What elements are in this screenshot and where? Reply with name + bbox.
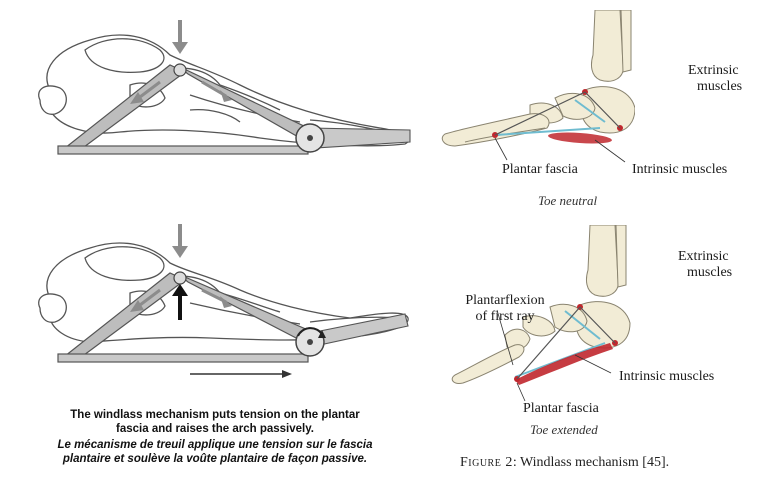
- fascia-pull-arrow: [190, 370, 292, 378]
- figure-caption: Figure 2: Windlass mechanism [45].: [460, 455, 669, 471]
- extrinsic-label-line-1: Extrinsic: [678, 249, 729, 264]
- leader-lines-extended: [496, 309, 612, 402]
- triangle-lines-extended: [516, 306, 616, 380]
- intrinsic-muscles-label-top: Intrinsic muscles: [632, 162, 728, 177]
- french-caption-line-2: plantaire et soulève la voûte plantaire …: [62, 453, 368, 465]
- fascia-neutral: [494, 99, 606, 136]
- french-caption-line-1: Le mécanisme de treuil applique une tens…: [57, 439, 373, 451]
- plantarflexion-label-line-2: of first ray: [475, 309, 535, 324]
- foot-bones-extended-anatomical: [451, 301, 631, 384]
- plantarflexion-label: Plantarflexion of first ray: [455, 293, 555, 325]
- windlass-extended-svg: [38, 224, 409, 378]
- foot-illustration-extended: [435, 225, 635, 405]
- figure-caption-text: : Windlass mechanism [45].: [512, 455, 670, 470]
- foot-extended-svg: [451, 225, 631, 402]
- force-arrows-extended: [130, 224, 232, 312]
- triangle-lines-neutral: [494, 91, 621, 136]
- toe-extended-caption: Toe extended: [530, 422, 598, 437]
- arch-raise-arrow: [172, 284, 188, 320]
- force-arrows-neutral: [130, 20, 232, 104]
- extrinsic-muscles-label-top: Extrinsic muscles: [688, 63, 742, 95]
- windlass-neutral-svg: [38, 20, 411, 155]
- toe-neutral-caption: Toe neutral: [538, 193, 598, 208]
- english-caption-line-1: The windlass mechanism puts tension on t…: [70, 409, 360, 421]
- english-caption-line-2: fascia and raises the arch passively.: [116, 423, 314, 435]
- foot-neutral-svg: [441, 10, 635, 163]
- extrinsic-label-line-2: muscles: [697, 79, 743, 94]
- leader-lines-neutral: [494, 137, 626, 163]
- plantarflexion-label-line-1: Plantarflexion: [465, 293, 545, 308]
- windlass-diagram-neutral: [10, 10, 430, 170]
- intrinsic-muscles-label-bottom: Intrinsic muscles: [619, 369, 715, 384]
- foot-illustration-neutral: [435, 10, 635, 185]
- plantar-fascia-label-top: Plantar fascia: [502, 162, 578, 177]
- windlass-diagram-extended: [10, 218, 430, 388]
- extrinsic-label-line-1: Extrinsic: [688, 63, 739, 78]
- leg-bones-neutral: [591, 10, 632, 82]
- extrinsic-muscles-label-bottom: Extrinsic muscles: [678, 249, 732, 281]
- leg-bones-extended: [586, 225, 627, 297]
- intrinsic-muscle-extended: [515, 343, 613, 385]
- figure-label: Figure 2: [460, 455, 513, 470]
- extrinsic-label-line-2: muscles: [687, 265, 733, 280]
- plantar-fascia-label-bottom: Plantar fascia: [523, 401, 599, 416]
